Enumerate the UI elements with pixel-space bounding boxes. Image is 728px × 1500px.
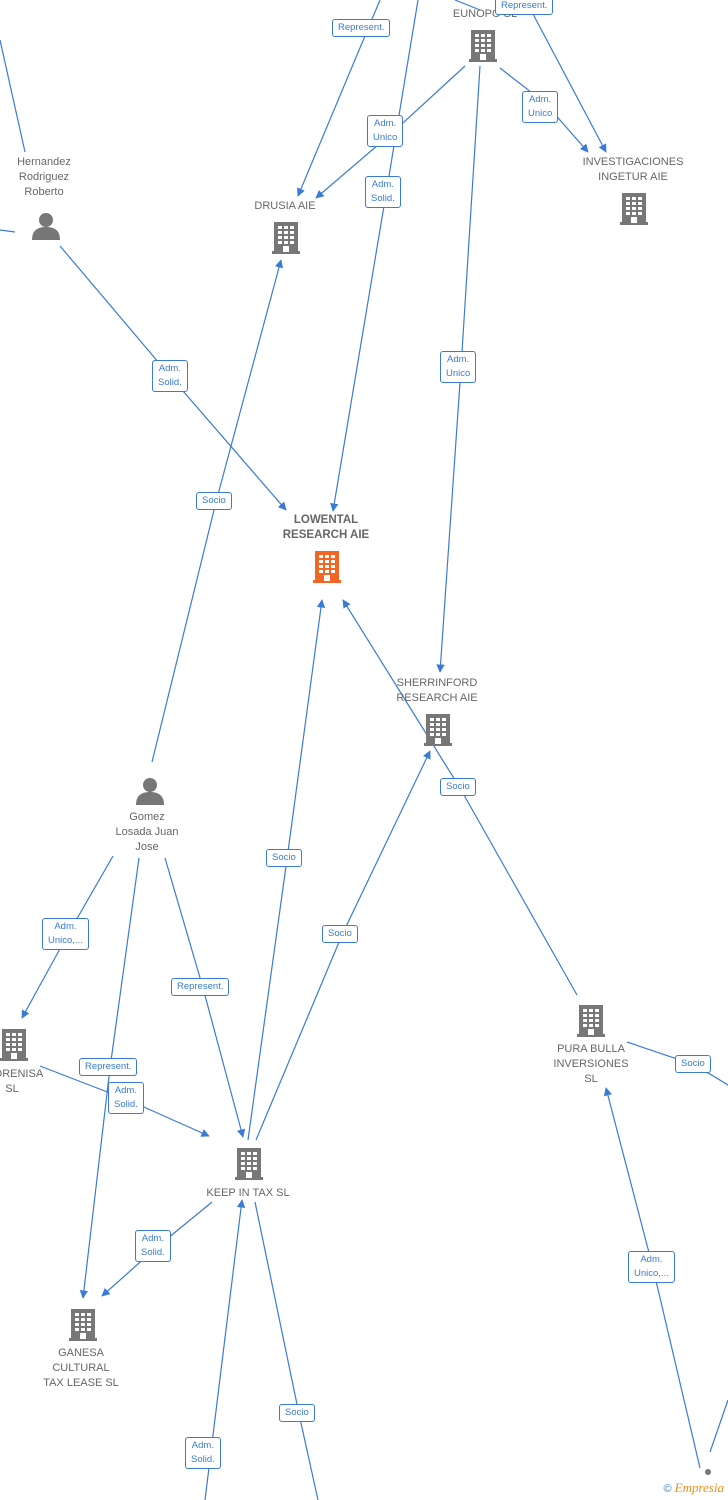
edge-label-represent[interactable]: Represent. bbox=[79, 1058, 138, 1076]
edge-label-adm-solid[interactable]: Adm. Solid. bbox=[185, 1437, 221, 1469]
node-label-investigaciones[interactable]: INVESTIGACIONES INGETUR AIE bbox=[582, 156, 684, 183]
company-building-icon[interactable] bbox=[469, 28, 497, 62]
edge-label-adm-unico[interactable]: Adm. Unico,... bbox=[42, 918, 89, 950]
company-building-icon[interactable] bbox=[69, 1307, 97, 1341]
node-label-lowental[interactable]: LOWENTAL RESEARCH AIE bbox=[282, 514, 370, 541]
copyright-symbol: © bbox=[663, 1483, 672, 1495]
edge-line bbox=[247, 599, 326, 1141]
edge-label-socio[interactable]: Socio bbox=[266, 849, 302, 867]
edge-label-adm-solid[interactable]: Adm. Solid. bbox=[152, 360, 188, 392]
node-label-gomez[interactable]: Gomez Losada Juan Jose bbox=[115, 811, 179, 853]
node-label-sherrinford[interactable]: SHERRINFORD RESEARCH AIE bbox=[396, 677, 478, 704]
edge-label-adm-unico[interactable]: Adm. Unico bbox=[440, 351, 477, 383]
edge-line bbox=[79, 857, 140, 1299]
edge-line bbox=[0, 39, 26, 153]
edge-label-socio[interactable]: Socio bbox=[440, 778, 476, 796]
edge-label-socio[interactable]: Socio bbox=[196, 492, 232, 510]
edge-line bbox=[532, 13, 607, 153]
company-building-icon[interactable] bbox=[424, 712, 452, 746]
edge-label-adm-solid[interactable]: Adm. Solid. bbox=[365, 176, 401, 208]
edge-label-socio[interactable]: Socio bbox=[322, 925, 358, 943]
node-label-purabulla[interactable]: PURA BULLA INVERSIONES SL bbox=[553, 1043, 629, 1085]
company-building-icon[interactable] bbox=[272, 220, 300, 254]
edge-line bbox=[151, 259, 284, 763]
node-label-aldrenisa[interactable]: ALDRENISA SL bbox=[0, 1068, 44, 1095]
company-building-icon[interactable] bbox=[577, 1003, 605, 1037]
company-building-icon[interactable] bbox=[0, 1027, 28, 1061]
node-label-keepintax[interactable]: KEEP IN TAX SL bbox=[206, 1187, 290, 1199]
edge-label-socio[interactable]: Socio bbox=[279, 1404, 315, 1422]
footer-brand: © Empresia bbox=[663, 1480, 724, 1496]
edge-label-socio[interactable]: Socio bbox=[675, 1055, 711, 1073]
edge-line bbox=[255, 750, 431, 1141]
edge-line bbox=[330, 0, 419, 512]
edge-label-represent[interactable]: Represent. bbox=[495, 0, 554, 15]
edge-label-represent[interactable]: Represent. bbox=[171, 978, 230, 996]
node-label-drusia[interactable]: DRUSIA AIE bbox=[254, 200, 316, 212]
edge-line bbox=[0, 229, 16, 233]
edge-label-adm-unico[interactable]: Adm. Unico bbox=[522, 91, 559, 123]
partial-node-dot bbox=[705, 1469, 711, 1475]
edge-label-adm-unico[interactable]: Adm. Unico bbox=[367, 115, 404, 147]
edge-line bbox=[254, 1201, 319, 1500]
node-label-ganesa[interactable]: GANESA CULTURAL TAX LEASE SL bbox=[43, 1347, 119, 1389]
focus-company-building-icon[interactable] bbox=[313, 549, 341, 583]
edge-label-represent[interactable]: Represent. bbox=[332, 19, 391, 37]
edge-label-adm-solid[interactable]: Adm. Solid. bbox=[135, 1230, 171, 1262]
person-icon[interactable] bbox=[135, 777, 165, 805]
edge-line bbox=[164, 857, 246, 1138]
edge-label-adm-unico[interactable]: Adm. Unico,... bbox=[628, 1251, 675, 1283]
edge-line bbox=[709, 1399, 728, 1453]
edge-line bbox=[342, 599, 578, 996]
person-icon[interactable] bbox=[31, 212, 61, 240]
edge-label-adm-solid[interactable]: Adm. Solid. bbox=[108, 1082, 144, 1114]
brand-name: Empresia bbox=[674, 1480, 724, 1495]
edge-line bbox=[454, 0, 481, 11]
node-label-hernandez[interactable]: Hernandez Rodriguez Roberto bbox=[17, 156, 71, 198]
company-building-icon[interactable] bbox=[620, 191, 648, 225]
company-building-icon[interactable] bbox=[235, 1146, 263, 1180]
